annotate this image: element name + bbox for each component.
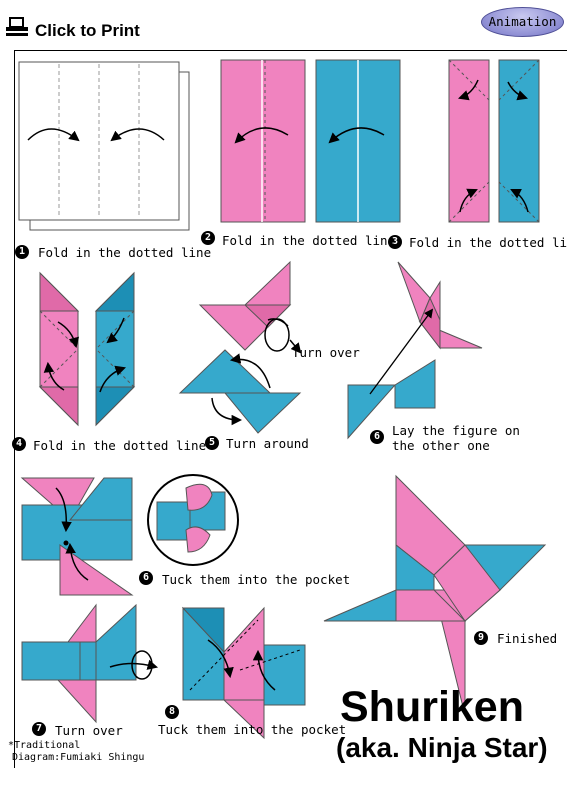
step2-strips bbox=[220, 59, 401, 223]
step8-label: Tuck them into the pocket bbox=[158, 722, 347, 737]
step6-label-line2: the other one bbox=[392, 438, 490, 453]
finished-shuriken bbox=[323, 474, 547, 716]
step6-tuck-figure bbox=[20, 474, 239, 596]
step6b-label: Tuck them into the pocket bbox=[162, 572, 351, 587]
step-number: 5 bbox=[209, 437, 216, 448]
credit-traditional: *Traditional bbox=[8, 740, 81, 751]
step-number: 8 bbox=[169, 706, 176, 717]
step-number: 2 bbox=[205, 232, 212, 243]
step4-strips bbox=[38, 271, 136, 427]
step9-label: Finished bbox=[497, 631, 558, 646]
step1-label: Fold in the dotted line bbox=[38, 245, 212, 260]
step2-label: Fold in the dotted line bbox=[222, 233, 396, 248]
step-number: 1 bbox=[19, 246, 26, 257]
title-main: Shuriken bbox=[340, 683, 524, 731]
step3-strips bbox=[448, 59, 540, 223]
title-sub: (aka. Ninja Star) bbox=[336, 732, 548, 763]
print-link[interactable]: Click to Print bbox=[35, 21, 140, 40]
step1-paper bbox=[18, 61, 190, 231]
turn-over-label-step5: Turn over bbox=[292, 345, 360, 360]
step-number: 4 bbox=[16, 438, 23, 449]
step5-shapes bbox=[178, 260, 302, 434]
step-number: 6 bbox=[374, 431, 381, 442]
step-number: 3 bbox=[392, 236, 399, 247]
step5-label: Turn around bbox=[226, 436, 309, 451]
printer-icon[interactable] bbox=[5, 16, 29, 38]
step7-figure bbox=[21, 603, 159, 724]
step3-label: Fold in the dotted line bbox=[409, 235, 567, 250]
step7-label: Turn over bbox=[55, 723, 123, 738]
step-number-markers bbox=[12, 231, 488, 736]
step8-figure bbox=[181, 606, 306, 740]
step6-lay-figure bbox=[347, 261, 483, 440]
animation-button[interactable]: Animation bbox=[481, 7, 564, 37]
step6-label-line1: Lay the figure on bbox=[392, 423, 520, 438]
step-number: 7 bbox=[36, 723, 43, 734]
credit-diagram: Diagram:Fumiaki Shingu bbox=[12, 752, 145, 763]
step-number: 6 bbox=[143, 572, 150, 583]
step-number: 9 bbox=[478, 632, 485, 643]
diagram-frame bbox=[14, 50, 567, 768]
step4-label: Fold in the dotted line bbox=[33, 438, 207, 453]
header-bar: Click to Print Animation bbox=[0, 0, 567, 50]
